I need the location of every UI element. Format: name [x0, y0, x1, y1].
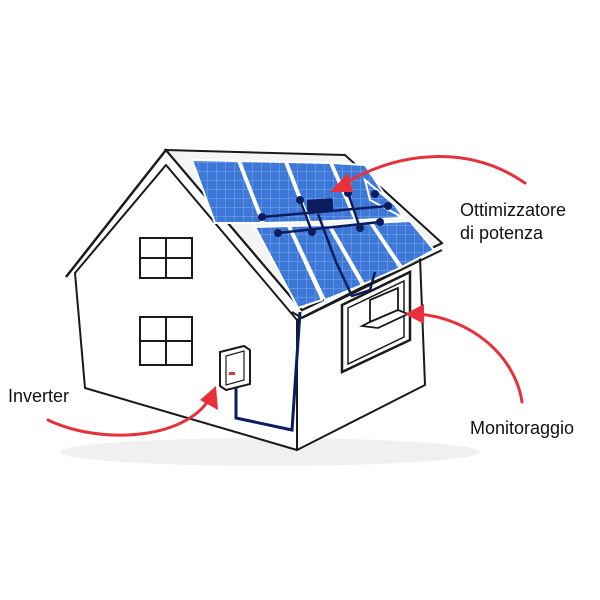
optimizer-nodes: [258, 189, 392, 237]
arrow-optimizer: [340, 155, 527, 187]
arrowhead-monitoring: [405, 304, 424, 324]
solar-panel: [363, 177, 405, 219]
callout-arrowheads: [200, 173, 424, 410]
callout-arrows: [46, 155, 527, 437]
roof-eave: [291, 249, 443, 319]
window-upper: [139, 237, 193, 279]
arrow-monitoring: [416, 312, 524, 404]
label-inverter: Inverter: [8, 386, 70, 406]
arrowhead-inverter: [200, 386, 218, 410]
dc-cable: [234, 311, 302, 432]
solar-panel: [190, 158, 264, 224]
solar-panels: [190, 158, 436, 310]
window-lower: [139, 316, 193, 366]
arrowhead-optimizer: [330, 173, 353, 192]
arrow-inverter: [46, 396, 212, 437]
optimizer-wiring: [261, 192, 389, 298]
power-optimizer-box: [306, 198, 334, 212]
label-power-optimizer-line2: di potenza: [460, 223, 544, 243]
label-power-optimizer: Ottimizzatore di potenza: [460, 199, 566, 245]
ground-shadow: [60, 438, 480, 466]
solar-panel: [253, 224, 324, 310]
label-monitoring: Monitoraggio: [470, 418, 575, 438]
inverter-device: [219, 344, 251, 392]
laptop-icon: [358, 286, 411, 329]
solar-panel: [370, 219, 436, 269]
label-power-optimizer-line1: Ottimizzatore: [460, 200, 567, 220]
